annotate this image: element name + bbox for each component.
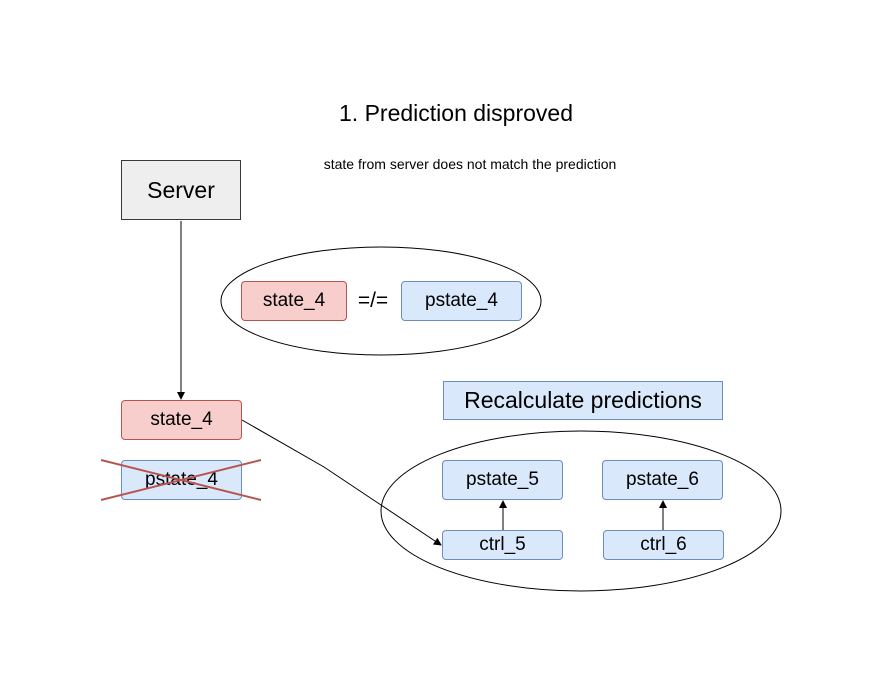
client-state-node: state_4: [121, 400, 242, 440]
compare-pstate-node: pstate_4: [401, 281, 522, 321]
pstate6-node: pstate_6: [602, 460, 723, 500]
state-to-ctrl5-arrow: [241, 419, 442, 546]
not-equal-operator: =/=: [357, 289, 389, 312]
server-node: Server: [121, 160, 241, 220]
recalculation-ellipse: [380, 430, 782, 592]
diagram-subtitle: state from server does not match the pre…: [323, 156, 617, 172]
cross-line-2: [100, 459, 262, 501]
recalculate-predictions-label: Recalculate predictions: [443, 381, 723, 420]
ctrl5-node: ctrl_5: [442, 530, 563, 560]
ctrl6-node: ctrl_6: [603, 530, 724, 560]
comparison-ellipse: [220, 246, 542, 356]
diagram-title: 1. Prediction disproved: [339, 100, 573, 126]
compare-state-node: state_4: [241, 281, 347, 321]
pstate5-node: pstate_5: [442, 460, 563, 500]
